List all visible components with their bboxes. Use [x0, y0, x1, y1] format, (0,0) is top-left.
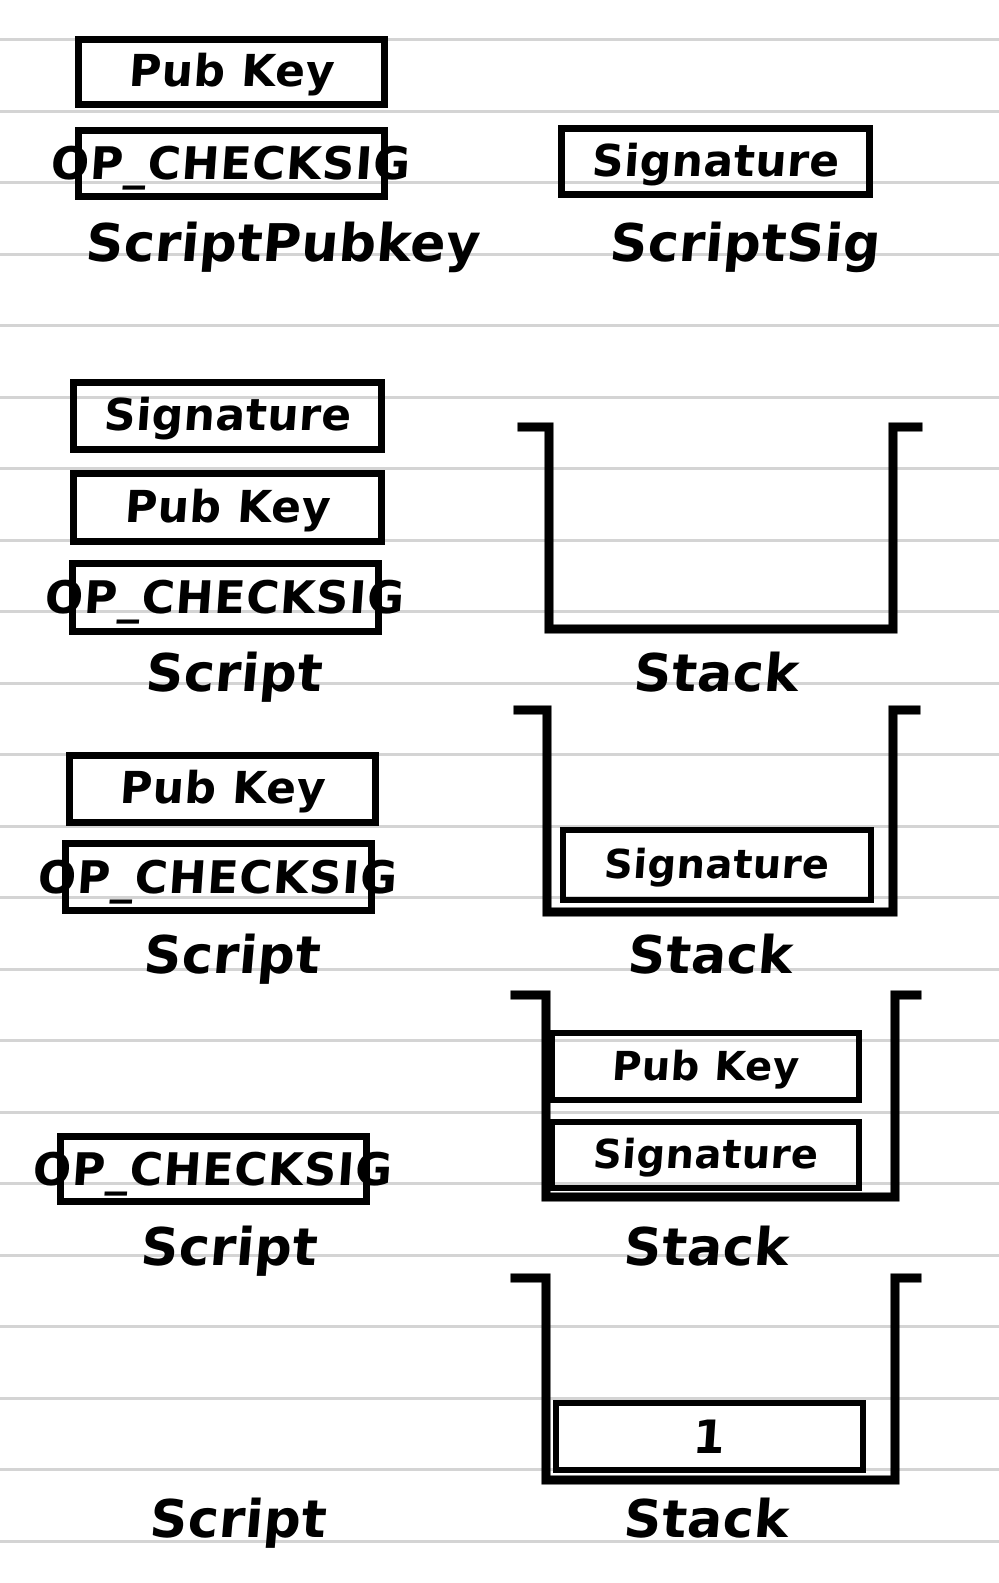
item-label: OP_CHECKSIG — [31, 1142, 396, 1196]
item-label: Pub Key — [122, 481, 333, 533]
step3-caption-stack: Stack — [621, 1218, 792, 1278]
item-label: Signature — [101, 390, 354, 441]
item-label: OP_CHECKSIG — [43, 571, 408, 624]
step2-caption-script: Script — [141, 926, 324, 986]
step4-caption-stack: Stack — [621, 1490, 792, 1550]
step1-caption-script: Script — [143, 644, 326, 704]
step2-caption-stack: Stack — [625, 926, 796, 986]
step4-stack-container — [505, 1268, 922, 1493]
step4-stack-item-one: 1 — [553, 1400, 866, 1473]
item-label: Pub Key — [610, 1043, 801, 1090]
step1-script-item-signature: Signature — [70, 379, 385, 453]
step4-caption-script: Script — [147, 1490, 330, 1550]
caption-scriptsig: ScriptSig — [607, 214, 884, 274]
step2-script-item-pubkey: Pub Key — [66, 752, 379, 826]
step3-stack-item-signature: Signature — [549, 1119, 862, 1191]
item-label: 1 — [691, 1409, 728, 1464]
step3-script-item-op-checksig: OP_CHECKSIG — [32, 1133, 395, 1205]
item-label: Signature — [591, 1132, 820, 1178]
item-label: Pub Key — [126, 46, 337, 97]
step1-script-item-op-checksig: OP_CHECKSIG — [44, 560, 407, 635]
step2-script-item-op-checksig: OP_CHECKSIG — [37, 840, 400, 914]
item-label: Signature — [589, 135, 842, 187]
step2-stack-container — [508, 700, 921, 925]
step2-stack-item-signature: Signature — [560, 827, 874, 903]
item-label: Pub Key — [117, 763, 328, 814]
caption-scriptpubkey: ScriptPubkey — [83, 214, 484, 274]
scriptpubkey-item-op-checksig: OP_CHECKSIG — [50, 127, 413, 200]
step3-caption-script: Script — [138, 1218, 321, 1278]
item-label: OP_CHECKSIG — [36, 850, 401, 904]
scriptsig-item-signature: Signature — [558, 125, 873, 198]
item-label: Signature — [602, 842, 832, 888]
item-label: OP_CHECKSIG — [49, 137, 414, 190]
step1-script-item-pubkey: Pub Key — [70, 470, 385, 545]
step1-stack-container — [512, 418, 923, 643]
step3-stack-item-pubkey: Pub Key — [549, 1030, 862, 1103]
step3-stack-container — [505, 985, 922, 1210]
step1-caption-stack: Stack — [631, 644, 802, 704]
scriptpubkey-item-pubkey: Pub Key — [75, 36, 388, 108]
